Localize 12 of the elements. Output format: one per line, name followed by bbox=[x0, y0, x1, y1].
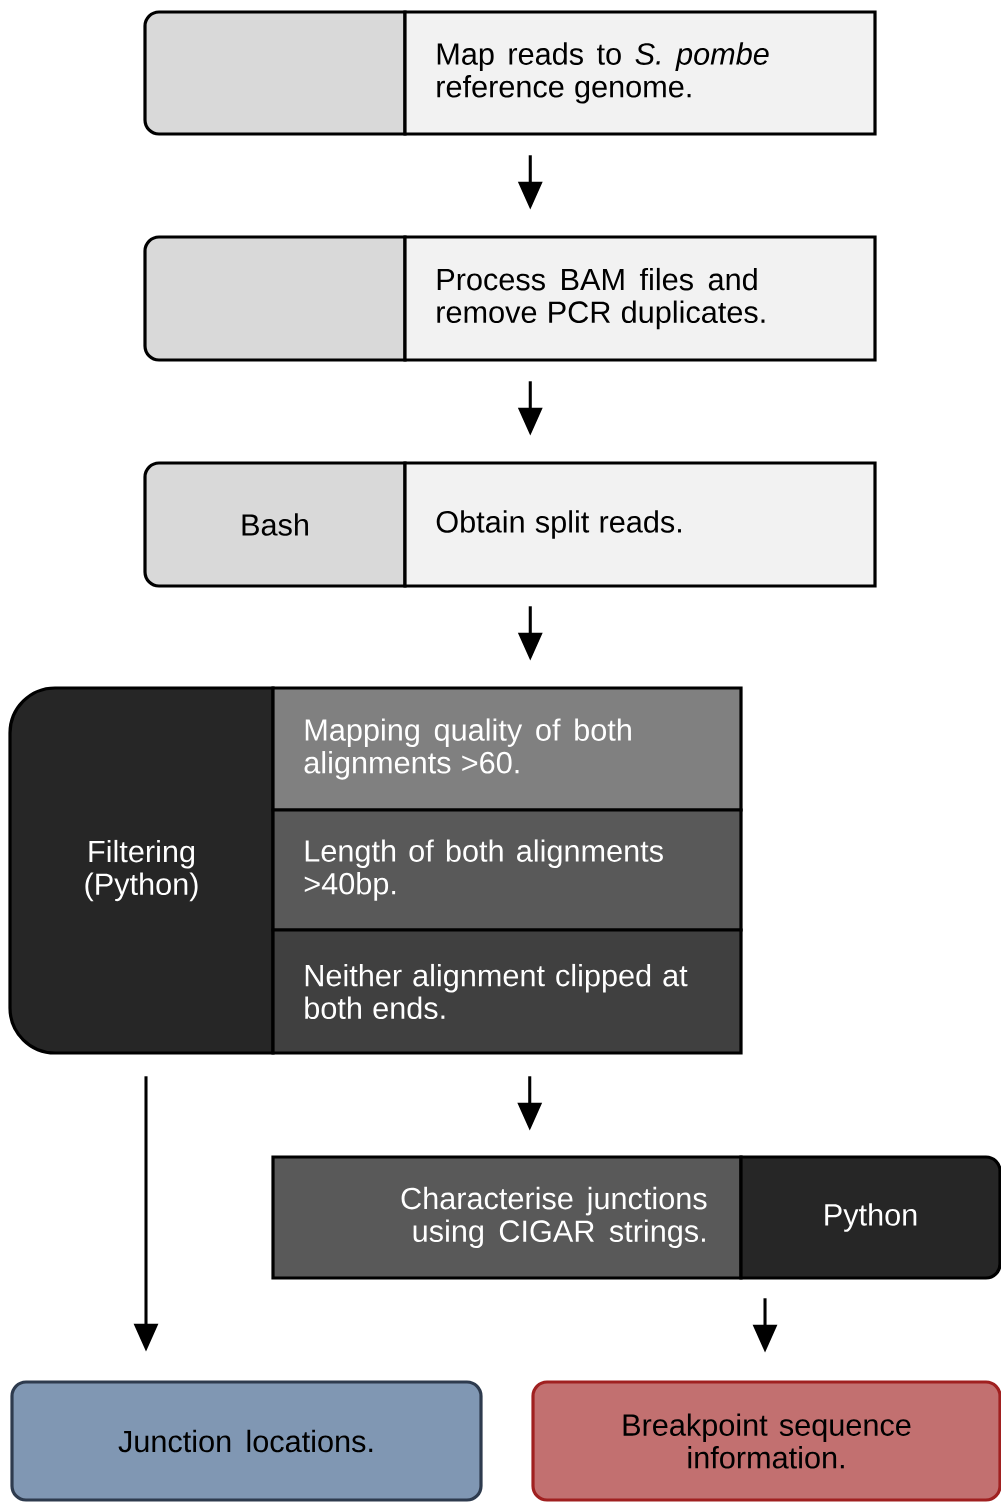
step-box: Process BAM files and remove PCR duplicates. bbox=[403, 235, 877, 362]
tool-box: Bash bbox=[143, 461, 407, 588]
tool-panel: Filtering (Python) bbox=[8, 686, 275, 1055]
output-box: Breakpoint sequence information. bbox=[531, 1380, 1001, 1502]
step-box: Obtain split reads. bbox=[403, 461, 877, 588]
filter-box: Mapping quality of both alignments >60. bbox=[271, 686, 743, 812]
step-box: Map reads to S. pombe reference genome. bbox=[403, 10, 877, 136]
output-box: Junction locations. bbox=[10, 1380, 483, 1502]
step-box: Characterise junctions using CIGAR strings. bbox=[271, 1155, 743, 1280]
filter-box: Neither alignment clipped at both ends. bbox=[271, 928, 743, 1055]
filter-box: Length of both alignments >40bp. bbox=[271, 808, 743, 932]
tool-box: Python bbox=[739, 1155, 1001, 1280]
